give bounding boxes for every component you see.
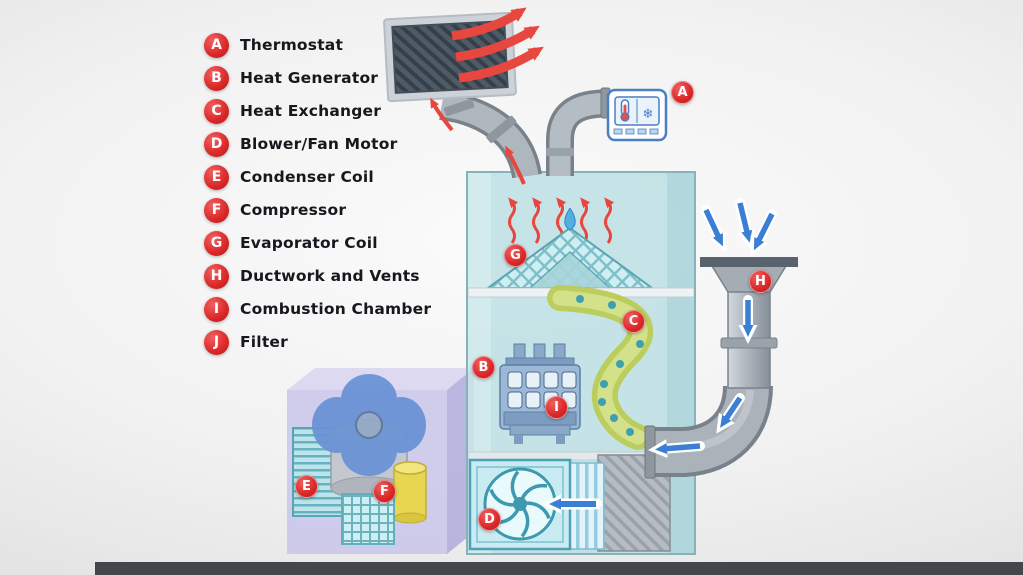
outdoor-unit: [287, 368, 474, 554]
legend-item-h: H Ductwork and Vents: [204, 263, 431, 289]
legend-item-j: J Filter: [204, 329, 431, 355]
thermostat: ❄: [606, 88, 668, 142]
marker-f: F: [373, 480, 396, 503]
marker-g: G: [504, 244, 527, 267]
heat-exchanger: [547, 285, 654, 450]
legend-label-e: Condenser Coil: [240, 168, 374, 186]
legend-label-j: Filter: [240, 333, 288, 351]
legend-badge-d: D: [204, 131, 229, 157]
legend-badge-g: G: [204, 230, 229, 256]
marker-b: B: [472, 356, 495, 379]
legend-label-g: Evaporator Coil: [240, 234, 378, 252]
legend-item-i: I Combustion Chamber: [204, 296, 432, 322]
legend-badge-f: F: [204, 197, 229, 223]
marker-d: D: [478, 508, 501, 531]
roof-vent: [700, 257, 798, 293]
legend-badge-c: C: [204, 98, 229, 124]
marker-h: H: [749, 270, 772, 293]
marker-e: E: [295, 475, 318, 498]
legend-label-b: Heat Generator: [240, 69, 379, 87]
snowflake-icon: ❄: [643, 107, 654, 122]
water-drop-icon: [564, 207, 576, 231]
furnace-outline: [466, 171, 696, 555]
marker-i: I: [545, 396, 568, 419]
vent-grille: [383, 11, 517, 103]
legend-badge-i: I: [204, 296, 229, 322]
legend-badge-a: A: [204, 32, 229, 58]
legend-label-f: Compressor: [240, 201, 347, 219]
condenser-fan: [312, 374, 426, 476]
compressor: [393, 461, 427, 524]
floor-line: [95, 562, 1023, 575]
legend-badge-e: E: [204, 164, 229, 190]
legend-label-c: Heat Exchanger: [240, 102, 382, 120]
marker-c: C: [622, 310, 645, 333]
legend-item-f: F Compressor: [204, 197, 431, 223]
legend-item-e: E Condenser Coil: [204, 164, 431, 190]
legend-label-a: Thermostat: [240, 36, 344, 54]
supply-duct-left: [439, 90, 542, 179]
thermometer-icon: [620, 99, 630, 122]
heat-generator: [499, 343, 581, 444]
legend-item-d: D Blower/Fan Motor: [204, 131, 431, 157]
legend: A Thermostat B Heat Generator C Heat Exc…: [204, 32, 432, 355]
legend-item-c: C Heat Exchanger: [204, 98, 431, 124]
legend-item-g: G Evaporator Coil: [204, 230, 431, 256]
supply-duct-right: [546, 87, 611, 176]
legend-item-a: A Thermostat: [204, 32, 431, 58]
legend-badge-b: B: [204, 65, 229, 91]
marker-a: A: [671, 81, 694, 104]
hot-air-arrows: [451, 7, 544, 83]
duct-flow-arrows: [430, 97, 526, 185]
legend-badge-h: H: [204, 263, 229, 289]
legend-item-b: B Heat Generator: [204, 65, 431, 91]
legend-badge-j: J: [204, 329, 229, 355]
cold-air-arrows: [648, 198, 777, 459]
legend-label-h: Ductwork and Vents: [240, 267, 420, 285]
legend-label-d: Blower/Fan Motor: [240, 135, 398, 153]
legend-label-i: Combustion Chamber: [240, 300, 432, 318]
thermostat-buttons: [613, 128, 659, 135]
